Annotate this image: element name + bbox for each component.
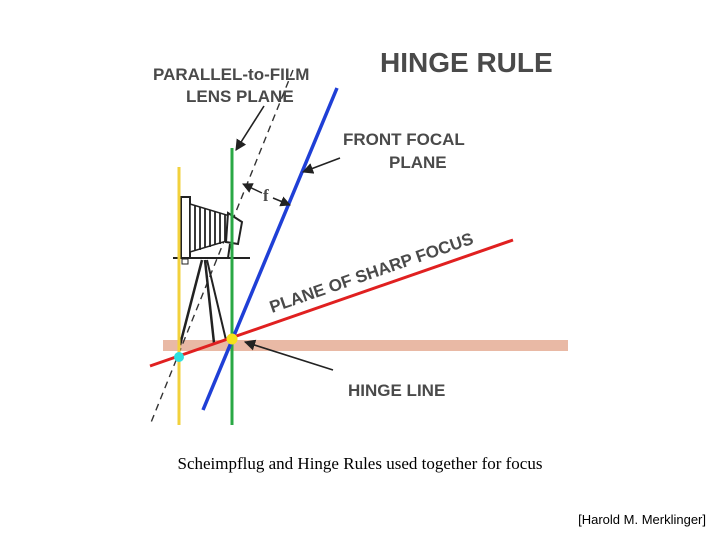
- hinge-line-pointer: [243, 339, 334, 371]
- focal-length-arrow-left: [242, 183, 263, 194]
- plane-of-sharp-focus-line: [149, 238, 514, 368]
- front-focal-plane-label-line2: PLANE: [389, 153, 447, 172]
- camera-icon: [173, 196, 250, 346]
- parallel-plane-label-line1: PARALLEL-to-FILM: [153, 65, 309, 84]
- parallel-plane-pointer: [235, 105, 265, 151]
- focal-length-arrow-right: [272, 196, 291, 207]
- front-focal-plane-line: [201, 87, 339, 411]
- hinge-point: [226, 333, 238, 345]
- film-plane-intersection-point: [174, 352, 184, 362]
- ground-strip: [163, 340, 568, 351]
- credit-line: [Harold M. Merklinger]: [578, 512, 706, 527]
- parallel-to-film-lens-plane-line: [149, 69, 294, 426]
- front-focal-plane-pointer: [301, 157, 341, 174]
- sharp-focus-plane-label: PLANE OF SHARP FOCUS: [267, 229, 476, 317]
- diagram-title: HINGE RULE: [380, 47, 553, 78]
- hinge-line-label: HINGE LINE: [348, 381, 445, 400]
- front-focal-plane-label-line1: FRONT FOCAL: [343, 130, 465, 149]
- figure-caption: Scheimpflug and Hinge Rules used togethe…: [177, 454, 543, 473]
- focal-length-label: f: [263, 186, 269, 205]
- parallel-plane-label-line2: LENS PLANE: [186, 87, 294, 106]
